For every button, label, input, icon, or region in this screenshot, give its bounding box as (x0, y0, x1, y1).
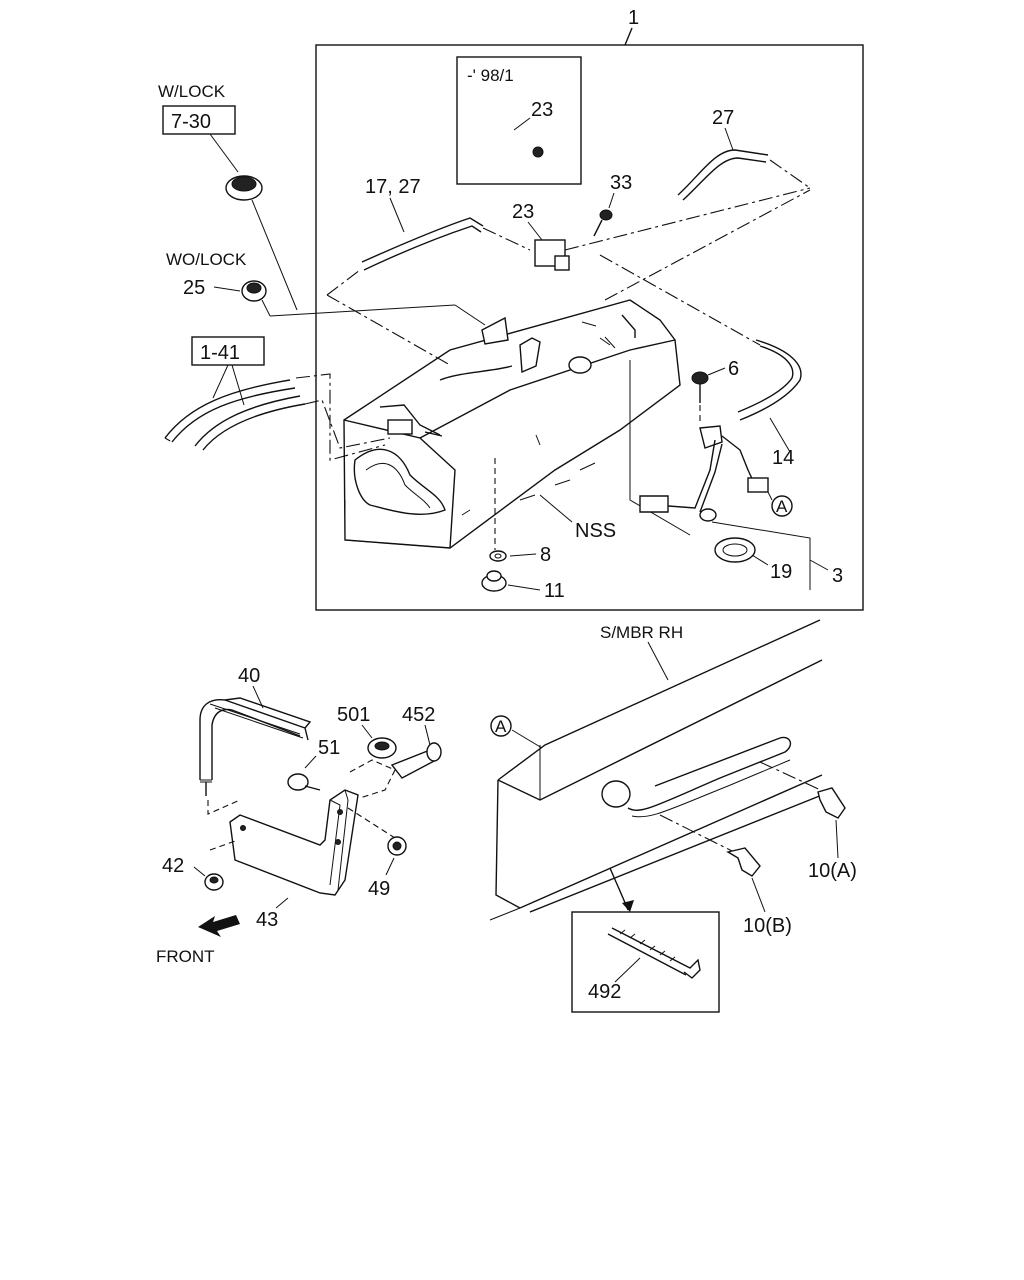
label-42: 42 (162, 855, 184, 877)
bolt-452 (390, 742, 442, 779)
front-label: FRONT (156, 947, 215, 966)
fuel-gauge-unit-3 (639, 425, 769, 522)
clip-10a (817, 787, 846, 819)
separator-valve-23 (534, 239, 570, 271)
label-11: 11 (544, 580, 565, 602)
label-17-27: 17, 27 (365, 176, 421, 198)
screw-6 (691, 371, 709, 403)
vent-hose-14 (737, 339, 802, 421)
washer-8 (489, 550, 507, 562)
breather-hose-17-27 (361, 217, 484, 271)
label-8: 8 (540, 544, 551, 566)
bolt-51 (287, 773, 321, 791)
gasket-19 (714, 537, 756, 563)
label-492: 492 (588, 981, 621, 1003)
front-arrow-icon (198, 915, 240, 937)
wolock-label: WO/LOCK (166, 250, 247, 269)
label-19: 19 (770, 561, 792, 583)
tank-band-40 (199, 697, 312, 796)
drain-plug-11 (481, 570, 507, 592)
label-27: 27 (712, 107, 734, 129)
label-23: 23 (512, 201, 534, 223)
label-43: 43 (256, 909, 278, 931)
label-3: 3 (832, 565, 843, 587)
nss-label: NSS (575, 520, 616, 542)
label-10b: 10(B) (743, 915, 792, 937)
label-51: 51 (318, 737, 340, 759)
label-10a: 10(A) (808, 860, 857, 882)
circle-a-bottom (490, 715, 512, 737)
label-501: 501 (337, 704, 370, 726)
tank-bracket-43 (229, 789, 359, 896)
bushing-501 (367, 737, 397, 759)
inset-box-part-492: 492 (571, 911, 720, 1013)
nut-42 (204, 873, 224, 891)
inset-box-part-23: -' 98/1 23 (456, 56, 582, 185)
nut-49 (387, 836, 407, 856)
locking-fuel-cap-icon (225, 175, 263, 201)
ref-7-30-label: 7-30 (171, 111, 211, 133)
label-33: 33 (610, 172, 632, 194)
label-49: 49 (368, 878, 390, 900)
fuel-tank (343, 299, 691, 549)
filler-hoses (164, 379, 306, 451)
hose-27 (677, 149, 769, 201)
smbr-label: S/MBR RH (600, 623, 683, 642)
main-assembly-frame (315, 27, 864, 611)
inset-date-label: -' 98/1 (467, 66, 514, 85)
circle-a-top-label: A (776, 497, 788, 516)
circle-a-top (771, 495, 793, 517)
side-member-rh (489, 619, 823, 921)
inset-part-label: 23 (531, 99, 553, 121)
label-40: 40 (238, 665, 260, 687)
label-14: 14 (772, 447, 794, 469)
ref-1-41-label: 1-41 (200, 342, 240, 364)
label-6: 6 (728, 358, 739, 380)
screw-33 (593, 209, 613, 237)
clip-10b (726, 847, 761, 877)
label-25: 25 (183, 277, 205, 299)
label-452: 452 (402, 704, 435, 726)
ref-box-7-30 (162, 105, 236, 135)
fuel-cap-icon (241, 280, 267, 302)
label-1: 1 (628, 7, 639, 29)
circle-a-bottom-label: A (495, 717, 507, 736)
wlock-label: W/LOCK (158, 82, 226, 101)
